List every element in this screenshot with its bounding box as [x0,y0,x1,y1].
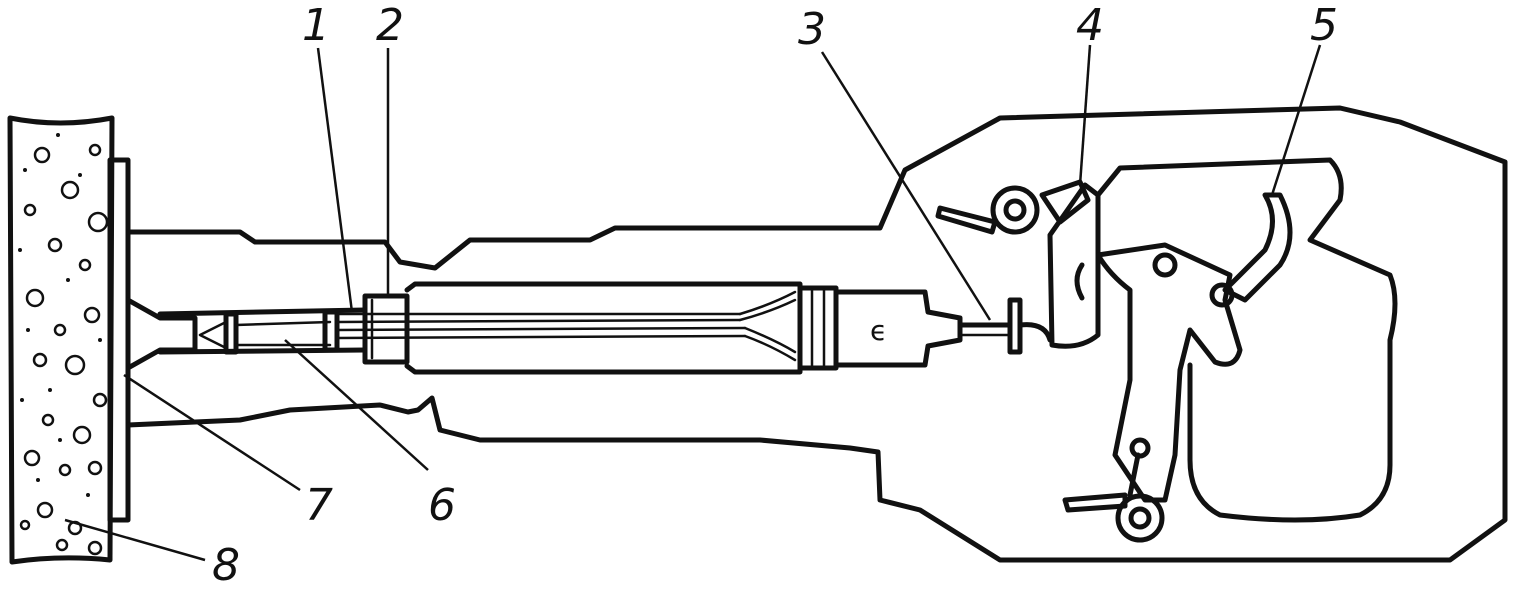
lower-spring-pawl [1062,437,1165,543]
trigger-lever [1095,242,1243,503]
leader-lines [64,44,1322,562]
muzzle [125,297,198,371]
callout-1: 1 [302,0,330,51]
piston-rod [335,290,797,362]
upper-spring-pawl [935,185,1040,235]
cartridge-symbol: ϵ [870,314,887,347]
tool-housing [125,105,1508,563]
callout-3: 3 [798,4,826,55]
bolt-block [1047,182,1101,349]
concrete-base [7,115,115,565]
callout-7: 7 [305,480,333,531]
cartridge-chamber [833,289,963,368]
callout-4: 4 [1076,0,1104,51]
piston [797,285,839,371]
callout-8: 8 [212,540,240,589]
handle-grip [1095,157,1398,523]
trigger [1222,192,1293,303]
callout-5: 5 [1310,0,1338,51]
callout-2: 2 [376,0,404,51]
callout-6: 6 [428,480,456,531]
firing-pin [957,297,1053,355]
steel-plate [107,157,131,523]
